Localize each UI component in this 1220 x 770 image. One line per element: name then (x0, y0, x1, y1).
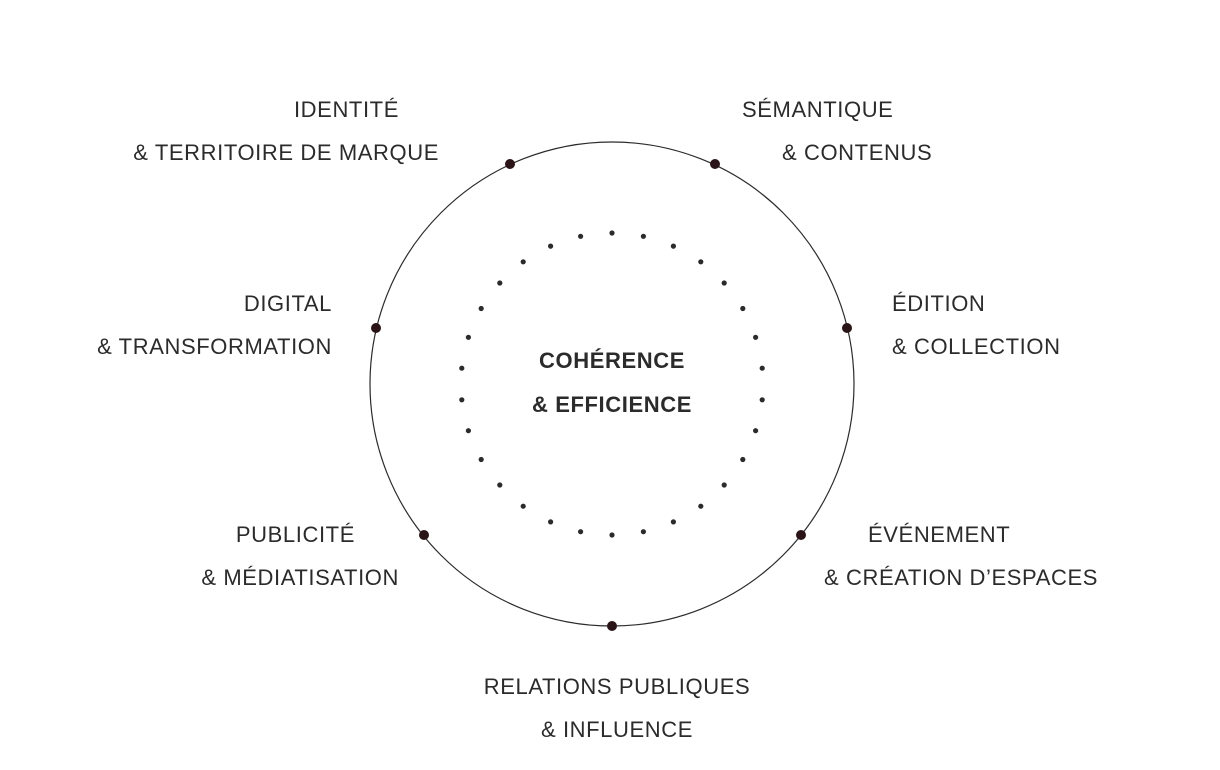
inner-ring-dot (698, 259, 704, 265)
inner-ring-dot (497, 482, 503, 488)
node-label-publicite-line2: & MÉDIATISATION (201, 565, 399, 590)
inner-ring-dot (640, 233, 647, 239)
inner-ring-dot (609, 230, 615, 236)
inner-ring-dot (740, 305, 746, 312)
node-label-edition-line1: ÉDITION (892, 291, 986, 316)
node-label-relations-line1: RELATIONS PUBLIQUES (483, 674, 751, 699)
node-label-digital-line2: & TRANSFORMATION (97, 334, 332, 359)
inner-ring-dot (459, 397, 465, 403)
node-label-edition: ÉDITION & COLLECTION (892, 282, 1061, 368)
inner-ring-dot (670, 243, 677, 249)
node-dot-relations (607, 621, 617, 631)
inner-ring-dot (520, 503, 526, 509)
inner-ring-dot (753, 428, 759, 434)
node-label-identite-line2: & TERRITOIRE DE MARQUE (133, 140, 439, 165)
inner-ring-dot (497, 280, 503, 286)
node-dot-evenement (796, 530, 806, 540)
node-label-semantique-line2: & CONTENUS (782, 140, 933, 165)
node-label-semantique-line1: SÉMANTIQUE (742, 97, 894, 122)
node-dot-edition (842, 323, 852, 333)
node-label-publicite: PUBLICITÉ & MÉDIATISATION (201, 513, 399, 599)
inner-ring-dot (753, 334, 759, 340)
inner-ring-dot (578, 529, 584, 535)
node-label-publicite-line1: PUBLICITÉ (235, 522, 355, 547)
center-label-line2: & EFFICIENCE (532, 392, 692, 417)
inner-ring-dot (640, 529, 647, 535)
inner-ring-dot (759, 365, 765, 371)
node-label-identite-line1: IDENTITÉ (293, 97, 399, 122)
inner-ring-dot (740, 456, 746, 463)
inner-ring-dot (548, 519, 554, 525)
center-label: COHÉRENCE & EFFICIENCE (512, 339, 712, 427)
node-label-relations: RELATIONS PUBLIQUES & INFLUENCE (412, 665, 822, 751)
inner-ring-dot (759, 397, 765, 403)
inner-ring-dot (459, 365, 465, 371)
inner-ring-dot (548, 243, 554, 249)
inner-ring-dot (465, 334, 471, 340)
inner-ring-dot (609, 532, 615, 538)
inner-ring-dot (478, 305, 484, 312)
inner-ring-dot (520, 259, 526, 265)
inner-ring-dot (698, 503, 704, 509)
node-label-evenement: ÉVÉNEMENT & CRÉATION D’ESPACES (824, 513, 1098, 599)
node-label-evenement-line2: & CRÉATION D’ESPACES (824, 565, 1099, 590)
inner-ring-dot (721, 280, 727, 286)
node-dots (371, 159, 852, 631)
inner-ring-dot (721, 482, 727, 488)
inner-ring-dot (670, 519, 677, 525)
node-dot-semantique (710, 159, 720, 169)
node-label-identite: IDENTITÉ & TERRITOIRE DE MARQUE (133, 88, 439, 174)
node-label-semantique: SÉMANTIQUE & CONTENUS (742, 88, 932, 174)
node-dot-publicite (419, 530, 429, 540)
inner-ring-dot (578, 233, 584, 239)
inner-ring-dot (465, 428, 471, 434)
node-label-digital-line1: DIGITAL (243, 291, 332, 316)
inner-ring-dot (478, 456, 484, 463)
node-label-edition-line2: & COLLECTION (892, 334, 1061, 359)
node-label-digital: DIGITAL & TRANSFORMATION (97, 282, 332, 368)
node-label-relations-line2: & INFLUENCE (540, 717, 694, 742)
node-dot-identite (505, 159, 515, 169)
node-label-evenement-line1: ÉVÉNEMENT (868, 522, 1011, 547)
center-label-line1: COHÉRENCE (539, 348, 685, 373)
node-dot-digital (371, 323, 381, 333)
inner-dotted-ring (459, 230, 765, 538)
